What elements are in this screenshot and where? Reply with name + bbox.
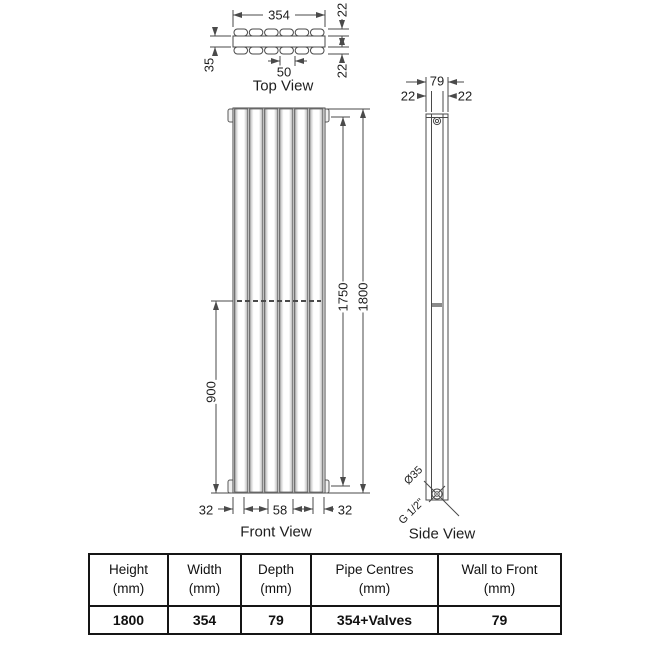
- dim-top-width: 354: [267, 7, 291, 23]
- dim-top-tube-spacing: 50: [275, 64, 293, 80]
- dim-side-rear-panel: 22: [456, 88, 474, 104]
- table-header-line1: Depth: [257, 562, 295, 578]
- dim-side-front-panel: 22: [399, 88, 417, 104]
- table-value-pipe-centres: 354+Valves: [312, 607, 439, 633]
- dim-front-centre: 58: [271, 502, 289, 518]
- side-view-label: Side View: [408, 525, 476, 543]
- dim-front-left-edge: 32: [197, 502, 215, 518]
- table-header-pipe-centres: Pipe Centres (mm): [312, 555, 439, 607]
- dim-pipe-diameter: Ø35: [402, 464, 426, 488]
- table-value-height: 1800: [90, 607, 169, 633]
- table-value-width: 354: [169, 607, 242, 633]
- table-header-line2: (mm): [260, 581, 292, 596]
- dim-front-right-edge: 32: [336, 502, 354, 518]
- table-header-height: Height (mm): [90, 555, 169, 607]
- dim-thread-size: G 1/2": [396, 496, 427, 527]
- table-header-line2: (mm): [358, 581, 391, 596]
- table-header-width: Width (mm): [169, 555, 242, 607]
- dim-top-panel-gap: 35: [201, 56, 217, 74]
- side-view-drawing: [406, 77, 464, 517]
- front-view-label: Front View: [240, 523, 312, 541]
- table-value-depth: 79: [242, 607, 312, 633]
- table-header-line1: Pipe Centres: [335, 562, 414, 578]
- dim-top-rear-depth: 22: [334, 62, 350, 80]
- dim-front-overall-height: 1800: [355, 281, 371, 313]
- dim-front-tapping-centres: 1750: [335, 281, 351, 313]
- table-header-line1: Width: [187, 562, 222, 578]
- table-header-depth: Depth (mm): [242, 555, 312, 607]
- table-header-line2: (mm): [112, 581, 145, 596]
- table-header-wall-to-front: Wall to Front (mm): [439, 555, 560, 607]
- dimensions-table: Height (mm) Width (mm) Depth (mm) Pipe C…: [88, 553, 562, 635]
- dim-top-front-depth: 22: [334, 1, 350, 19]
- table-header-line1: Wall to Front: [461, 562, 538, 578]
- table-header-line2: (mm): [188, 581, 221, 596]
- table-header-line1: Height: [108, 562, 149, 578]
- table-header-line2: (mm): [483, 581, 516, 596]
- table-value-wall-to-front: 79: [491, 612, 508, 628]
- top-view-label: Top View: [252, 77, 314, 95]
- dim-front-bracket-height: 900: [203, 380, 219, 404]
- dim-side-overall-depth: 79: [428, 73, 446, 89]
